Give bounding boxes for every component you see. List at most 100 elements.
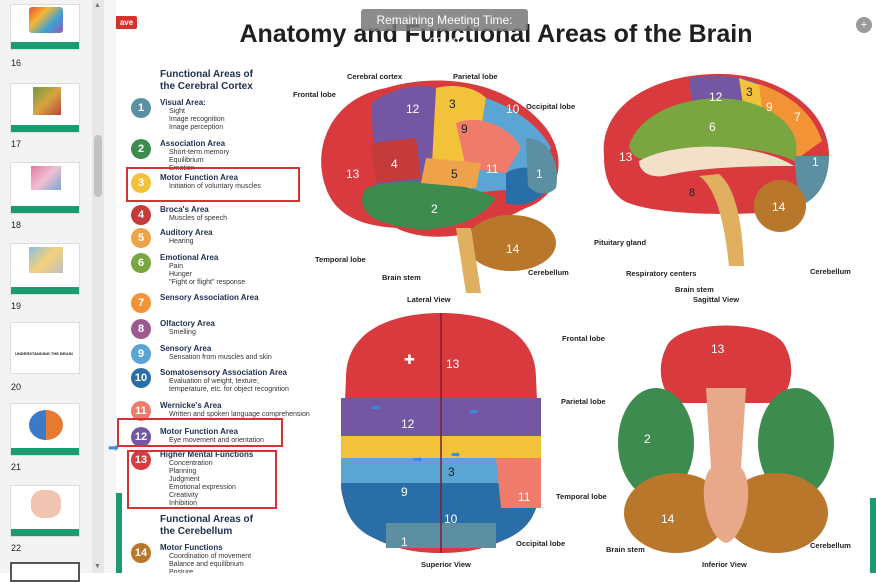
svg-text:12: 12 xyxy=(401,417,415,431)
legend-number-badge: 5 xyxy=(131,228,151,248)
svg-text:2: 2 xyxy=(644,432,651,446)
slide-thumbnail-18[interactable] xyxy=(10,162,80,214)
svg-text:12: 12 xyxy=(406,102,420,116)
legend-number-badge: 3 xyxy=(131,173,151,193)
legend-number-badge: 1 xyxy=(131,98,151,118)
legend-title: Sensory Area xyxy=(160,344,212,353)
label-frontal-lobe: Frontal lobe xyxy=(293,90,336,99)
label-brain-stem-inferior: Brain stem xyxy=(606,545,645,554)
meeting-timer: Remaining Meeting Time: 09:49 xyxy=(361,9,528,49)
svg-text:14: 14 xyxy=(772,200,786,214)
thumbnail-scrollbar[interactable]: ▲ ▼ xyxy=(92,0,104,573)
caption-sagittal-view: Sagittal View xyxy=(693,295,740,304)
legend-title: Motor Function Area xyxy=(160,427,238,436)
legend-number-badge: 7 xyxy=(131,293,151,313)
svg-text:1: 1 xyxy=(812,155,819,169)
accent-bar xyxy=(116,493,122,573)
label-cerebellum-inferior: Cerebellum xyxy=(810,541,851,550)
annotation-arrow-icon: ➡ xyxy=(469,406,479,418)
slide-thumbnail-19[interactable] xyxy=(10,243,80,295)
svg-text:10: 10 xyxy=(444,512,458,526)
annotation-arrow-icon: ➡ xyxy=(451,449,461,461)
legend-description: Sensation from muscles and skin xyxy=(169,354,272,361)
slide-thumbnail-21[interactable] xyxy=(10,403,80,456)
label-respiratory-centers: Respiratory centers xyxy=(626,269,697,278)
legend-description: Evaluation of weight, texture, temperatu… xyxy=(169,378,289,393)
slide-thumbnail-17[interactable] xyxy=(10,83,80,133)
legend-description: Muscles of speech xyxy=(169,215,227,222)
legend-description: Pain Hunger "Fight or flight" response xyxy=(169,263,246,286)
legend-description: Eye movement and orientation xyxy=(169,437,264,444)
legend-description: Coordination of movement Balance and equ… xyxy=(169,553,252,573)
scroll-up-icon[interactable]: ▲ xyxy=(94,2,101,9)
scrollbar-handle[interactable] xyxy=(94,135,102,197)
lateral-view-diagram: 13 12 3 9 10 4 5 11 1 2 14 xyxy=(321,80,559,293)
legend-title: Olfactory Area xyxy=(160,319,215,328)
label-brain-stem-sagittal: Brain stem xyxy=(675,285,714,294)
scroll-down-icon[interactable]: ▼ xyxy=(94,563,101,570)
slide-thumbnail-16[interactable] xyxy=(10,4,80,50)
label-occipital-lobe-superior: Occipital lobe xyxy=(516,539,566,548)
label-temporal-lobe-inferior: Temporal lobe xyxy=(556,492,607,501)
legend-number-badge: 13 xyxy=(131,450,151,470)
legend-number-badge: 10 xyxy=(131,368,151,388)
svg-text:14: 14 xyxy=(661,512,675,526)
svg-text:14: 14 xyxy=(506,242,520,256)
legend-number-badge: 6 xyxy=(131,253,151,273)
svg-text:11: 11 xyxy=(518,490,531,504)
legend-description: Initiation of voluntary muscles xyxy=(169,183,261,190)
legend-description: Smelling xyxy=(169,329,196,336)
slide-number: 16 xyxy=(11,58,22,68)
slide-number: 20 xyxy=(11,382,22,392)
svg-text:1: 1 xyxy=(401,535,408,549)
svg-text:3: 3 xyxy=(746,85,753,99)
legend-number-badge: 11 xyxy=(131,401,151,421)
slide-canvas: ave Anatomy and Functional Areas of the … xyxy=(116,8,876,573)
svg-text:10: 10 xyxy=(506,102,520,116)
legend-description: Concentration Planning Judgment Emotiona… xyxy=(169,460,236,507)
svg-text:6: 6 xyxy=(709,120,716,134)
svg-text:5: 5 xyxy=(451,167,458,181)
highlight-box xyxy=(117,418,283,447)
label-cerebral-cortex: Cerebral cortex xyxy=(347,72,403,81)
legend-title: Motor Function Area xyxy=(160,173,238,182)
svg-text:3: 3 xyxy=(448,465,455,479)
legend-title: Auditory Area xyxy=(160,228,213,237)
highlight-box xyxy=(127,450,277,509)
label-parietal-lobe-superior: Parietal lobe xyxy=(561,397,606,406)
svg-text:8: 8 xyxy=(744,432,751,446)
label-occipital-lobe: Occipital lobe xyxy=(526,102,576,111)
slide-thumbnail-20[interactable]: UNDERSTANDING THE BRAIN xyxy=(10,322,80,374)
svg-text:9: 9 xyxy=(461,122,468,136)
svg-text:9: 9 xyxy=(401,485,408,499)
cerebellum-section-title: Functional Areas of the Cerebellum xyxy=(160,514,253,537)
sagittal-view-diagram: 13 12 3 9 7 1 6 8 14 xyxy=(603,73,829,266)
crosshair-cursor-icon: ✚ xyxy=(404,352,415,367)
svg-text:13: 13 xyxy=(446,357,460,371)
svg-text:13: 13 xyxy=(619,150,633,164)
legend-description: Hearing xyxy=(169,238,194,245)
cortex-section-title: Functional Areas of the Cerebral Cortex xyxy=(160,69,253,92)
caption-inferior-view: Inferior View xyxy=(702,560,747,569)
svg-text:3: 3 xyxy=(449,97,456,111)
legend-title: Wernicke's Area xyxy=(160,401,222,410)
label-cerebellum: Cerebellum xyxy=(528,268,569,277)
legend-number-badge: 12 xyxy=(131,427,151,447)
legend-title: Emotional Area xyxy=(160,253,219,262)
svg-text:4: 4 xyxy=(391,157,398,171)
legend-number-badge: 2 xyxy=(131,139,151,159)
save-button[interactable]: ave xyxy=(116,16,137,29)
slide-number: 22 xyxy=(11,543,22,553)
slide-thumbnail-23-selected[interactable] xyxy=(10,562,80,582)
annotation-arrow-icon: ➡ xyxy=(371,402,381,414)
plus-icon[interactable]: + xyxy=(856,17,872,33)
annotation-arrow-icon: ➡ xyxy=(108,440,119,455)
slide-thumbnail-22[interactable] xyxy=(10,485,80,537)
superior-view-diagram: 13 12 3 9 10 11 1 xyxy=(341,313,541,553)
